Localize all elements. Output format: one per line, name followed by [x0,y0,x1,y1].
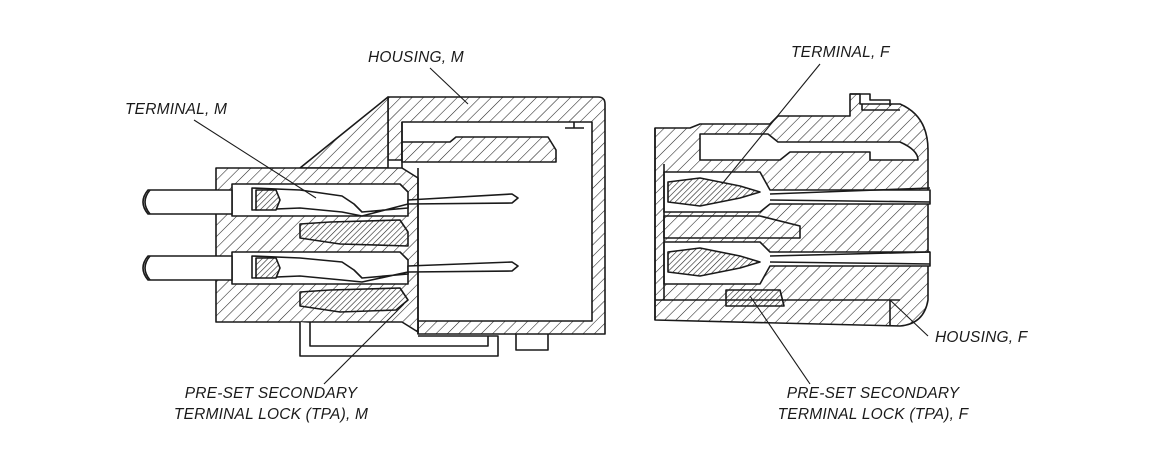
leader-lines [193,63,929,385]
terminal-f-upper [667,177,761,207]
tpa-m-lower [299,287,409,313]
label-tpa-m-line1: PRE-SET SECONDARY [184,385,358,402]
label-tpa-f: PRE-SET SECONDARY TERMINAL LOCK (TPA), F [758,383,988,425]
housing-m-bottom-latch [299,322,499,357]
label-tpa-f-line2: TERMINAL LOCK (TPA), F [777,406,969,423]
label-tpa-m: PRE-SET SECONDARY TERMINAL LOCK (TPA), M [156,383,386,425]
label-terminal-m: TERMINAL, M [125,101,228,118]
female-connector [654,93,931,327]
male-connector [142,96,606,357]
housing-f-opening-top [699,133,919,161]
leader-housing-m [429,67,469,105]
housing-f-cavity-upper [663,171,931,213]
label-housing-f: HOUSING, F [935,329,1028,346]
label-terminal-f: TERMINAL, F [791,44,890,61]
tpa-m-upper [299,219,409,247]
label-tpa-f-line1: PRE-SET SECONDARY [786,385,960,402]
terminal-f-lower [667,247,761,277]
terminal-m-upper [251,187,519,217]
leader-terminal-f [721,63,821,185]
terminal-m-lower [251,255,519,283]
wire-m-lower [142,255,233,281]
label-tpa-m-line2: TERMINAL LOCK (TPA), M [173,406,369,423]
leader-tpa-m [323,303,405,385]
housing-m-shroud [387,96,606,335]
leader-terminal-m [193,119,317,199]
leader-housing-f [889,299,929,337]
housing-m-latch [401,136,557,163]
housing-m-shoulder [299,96,389,169]
leader-tpa-f [749,295,811,385]
wire-m-upper [142,189,233,215]
label-housing-m: HOUSING, M [368,49,464,66]
